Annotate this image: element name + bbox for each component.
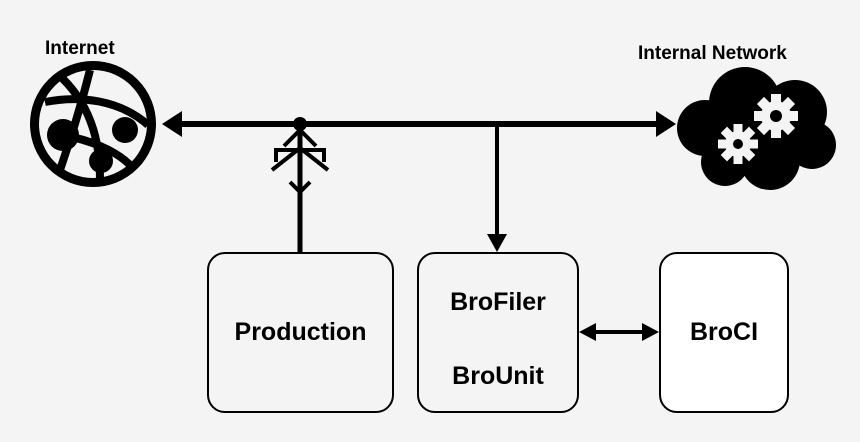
globe-network-icon <box>30 61 156 187</box>
network-tap-icon <box>270 117 330 252</box>
cloud-gears-icon <box>677 67 836 190</box>
brofiler-label: BroFiler <box>450 288 546 316</box>
broci-link-arrow <box>579 323 659 341</box>
broci-box <box>659 252 789 413</box>
broci-label: BroCI <box>689 318 759 346</box>
brounit-label: BroUnit <box>452 362 544 390</box>
brofiler-feed-arrow <box>487 124 507 252</box>
internal-network-label: Internal Network <box>638 43 787 64</box>
bus-arrow-right <box>656 111 676 137</box>
production-box <box>207 252 394 413</box>
bus-arrow-left <box>162 111 182 137</box>
production-label: Production <box>234 318 367 346</box>
network-bus <box>162 111 676 137</box>
internet-label: Internet <box>45 38 115 59</box>
brofiler-brounit-box <box>417 252 579 413</box>
